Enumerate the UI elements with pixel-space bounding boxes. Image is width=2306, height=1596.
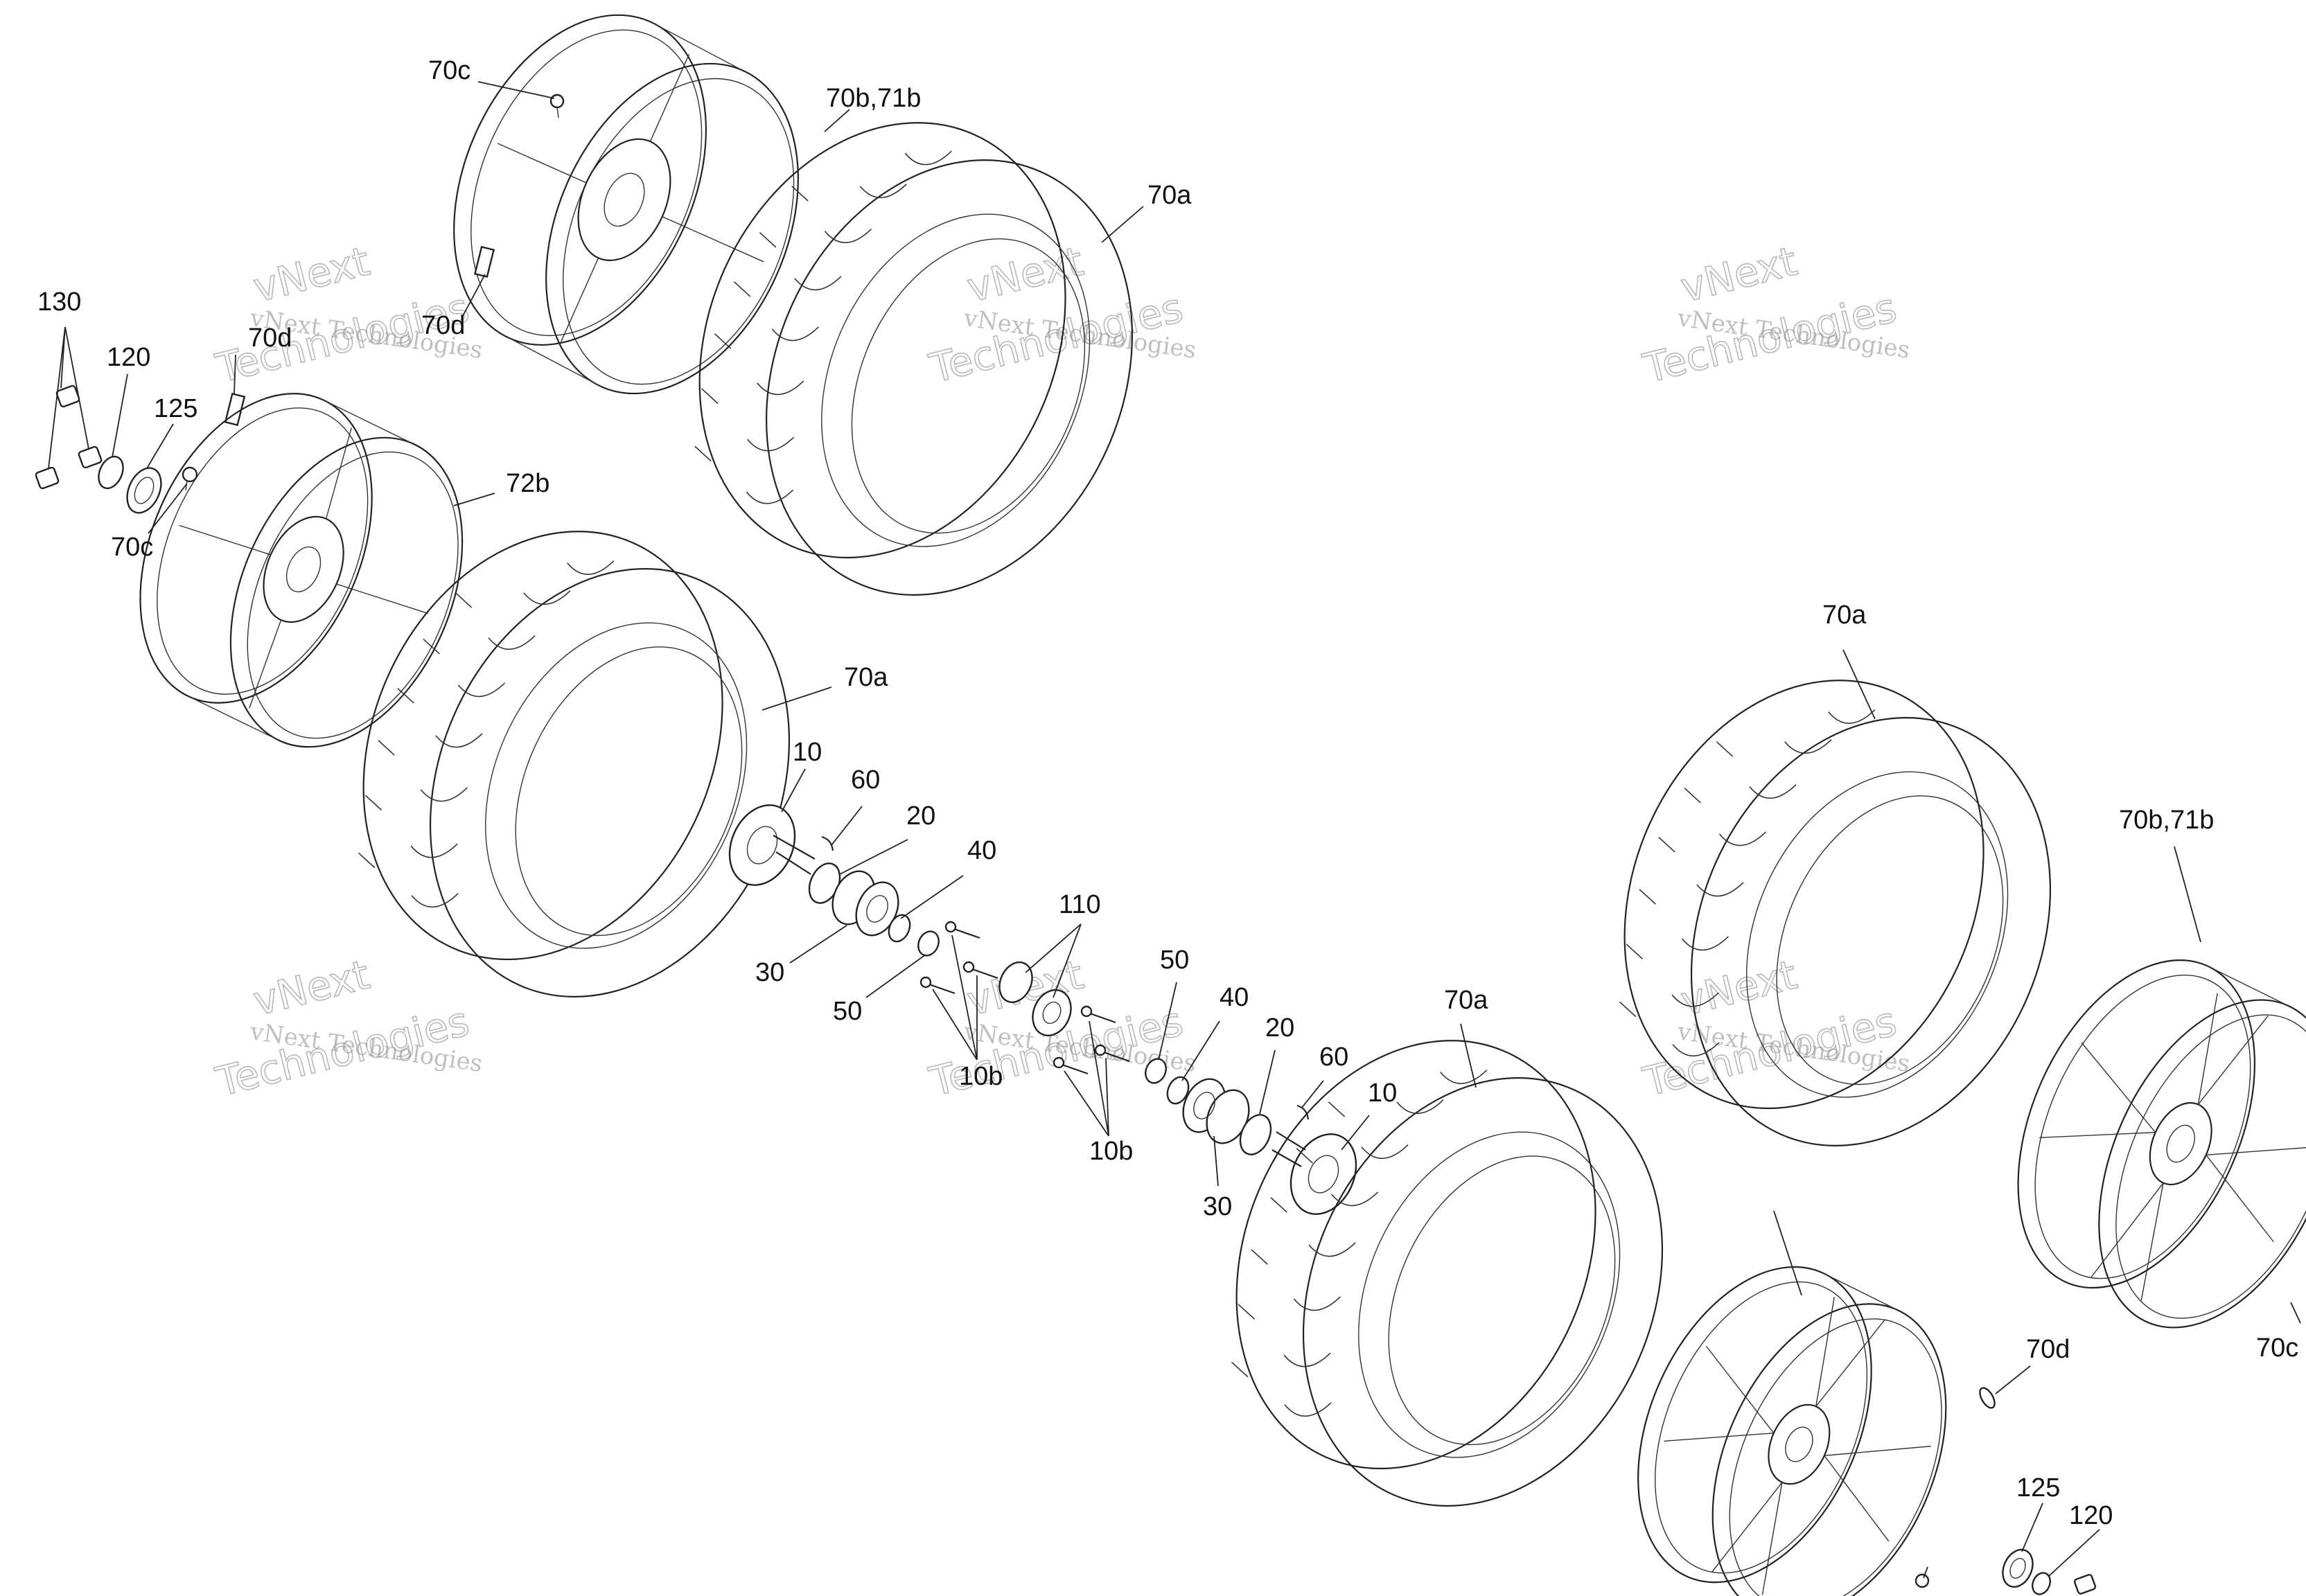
lug-nut-1 — [55, 384, 80, 408]
cap-120-left — [98, 455, 124, 490]
lug-nut-4 — [2073, 1574, 2097, 1595]
callout-label: 70c — [111, 533, 153, 562]
lug-nut-3 — [35, 466, 60, 490]
clip-60-left — [821, 835, 834, 851]
valve-70c-bottom — [1915, 1573, 1930, 1588]
callout-labels: 70c 70b,71b 70a 70d 130 120 70d 125 72b … — [37, 56, 2298, 1530]
callout-label: 20 — [1265, 1013, 1294, 1043]
watermark-line2: Technologies — [1639, 284, 1901, 392]
callout-label: 60 — [851, 765, 880, 795]
rim-top-left — [453, 14, 799, 395]
watermark: vNext vNext Technologies Technologies — [211, 950, 484, 1106]
bolt-10b-1 — [944, 921, 980, 939]
bolt-10b-3 — [919, 976, 956, 995]
callout-label: 30 — [1203, 1192, 1232, 1221]
tire-top — [694, 122, 1133, 596]
callout-label: 70a — [1822, 601, 1867, 630]
rim-right — [2017, 959, 2306, 1329]
callout-label: 40 — [967, 836, 996, 865]
callout-label: 70b,71b — [826, 84, 921, 113]
watermark-line1: vNext — [962, 238, 1088, 312]
callout-label: 70d — [421, 311, 465, 340]
callout-label: 70c — [428, 56, 470, 85]
clip-60-right — [1296, 1104, 1310, 1120]
rim-left — [139, 393, 464, 748]
watermark-line1: vNext — [1676, 238, 1802, 312]
hub-10-right — [1271, 1131, 1357, 1215]
callout-label: 120 — [107, 343, 150, 372]
callout-label: 125 — [154, 394, 197, 423]
callout-label: 70a — [1147, 181, 1192, 210]
lug-nut-2 — [78, 445, 103, 469]
center-part-110 — [998, 961, 1072, 1037]
callout-label: 50 — [1160, 946, 1189, 975]
callout-label: 70d — [2026, 1335, 2070, 1364]
callout-label: 70c — [2256, 1333, 2298, 1363]
leader-lines — [48, 81, 2301, 1579]
watermark-line2: Technologies — [211, 998, 474, 1106]
callout-label: 10 — [1368, 1079, 1397, 1108]
callout-label: 70a — [1444, 986, 1488, 1015]
bolt-10b-5 — [1094, 1044, 1130, 1063]
bolt-10b-4 — [1080, 1005, 1116, 1024]
weight-70d-bottom — [1979, 1387, 1996, 1409]
watermark: vNext vNext Technologies Technologies — [924, 237, 1198, 393]
ring-125-left — [126, 467, 162, 514]
rim-bottom — [1637, 1266, 1947, 1596]
callout-label: 10 — [793, 738, 822, 767]
nut-50-left — [917, 930, 940, 957]
ring-20-right — [1239, 1114, 1272, 1155]
watermark: vNext vNext Technologies Technologies — [1638, 950, 1912, 1106]
tire-bottom-center — [1231, 1040, 1664, 1507]
callout-label: 20 — [906, 801, 935, 831]
nut-50-right — [1145, 1058, 1167, 1084]
hub-10-left — [728, 804, 816, 886]
callout-label: 70d — [248, 323, 292, 353]
callout-label: 70a — [844, 663, 888, 692]
cap-120-bottom — [2032, 1572, 2051, 1595]
watermark-line2: Technologies — [1639, 998, 1901, 1106]
callout-label: 10b — [1089, 1137, 1133, 1166]
weight-70d-top — [473, 245, 495, 278]
bolt-10b-2 — [962, 961, 998, 979]
valve-70c-left — [182, 466, 198, 491]
callout-label: 10b — [959, 1062, 1003, 1091]
callout-label: 50 — [833, 997, 862, 1026]
watermark-line2: Technologies — [925, 284, 1188, 392]
callout-label: 70b,71b — [2119, 806, 2214, 835]
callout-label: 110 — [1059, 890, 1101, 919]
watermark-line1: vNext — [249, 951, 374, 1025]
callout-label: 72b — [506, 469, 549, 498]
watermark-line1: vNext — [249, 238, 374, 312]
callout-label: 60 — [1319, 1043, 1348, 1072]
callout-label: 125 — [2016, 1473, 2060, 1502]
callout-label: 40 — [1220, 983, 1249, 1012]
tire-right — [1619, 680, 2052, 1146]
watermark: vNext vNext Technologies Technologies — [1638, 237, 1912, 393]
bearing-30-left — [831, 870, 899, 937]
callout-label: 30 — [755, 958, 784, 987]
callout-label: 120 — [2069, 1501, 2113, 1530]
ring-125-bottom — [2002, 1548, 2034, 1588]
bolt-10b-6 — [1053, 1056, 1089, 1075]
callout-label: 130 — [37, 287, 81, 317]
